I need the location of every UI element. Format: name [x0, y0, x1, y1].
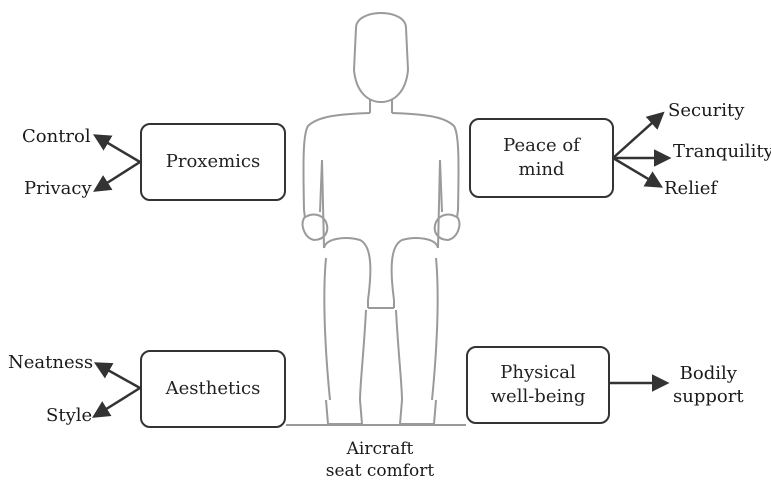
outcome-privacy: Privacy [24, 178, 92, 200]
outcome-relief: Relief [664, 178, 717, 200]
outcome-bodily-support: Bodily support [673, 362, 744, 408]
caption-line-1: Aircraft [300, 438, 460, 460]
outcome-style: Style [46, 405, 92, 427]
seated-figure-icon [303, 13, 460, 424]
outcome-security: Security [668, 100, 744, 122]
peace-of-mind-label-1: Peace of [503, 134, 580, 158]
aesthetics-box: Aesthetics [140, 350, 286, 428]
outcome-control: Control [22, 126, 91, 148]
physical-label-1: Physical [491, 361, 586, 385]
physical-well-being-box: Physical well-being [466, 346, 610, 424]
outcome-neatness: Neatness [8, 352, 93, 374]
proxemics-box: Proxemics [140, 123, 286, 201]
outcome-tranquility: Tranquility [673, 141, 771, 163]
proxemics-arrows [96, 136, 140, 190]
diagram-caption: Aircraft seat comfort [300, 438, 460, 482]
outcome-bodily-line-2: support [673, 385, 744, 408]
outcome-bodily-line-1: Bodily [673, 362, 744, 385]
peace-of-mind-box: Peace of mind [469, 118, 614, 198]
caption-line-2: seat comfort [300, 460, 460, 482]
physical-label-2: well-being [491, 385, 586, 409]
proxemics-label: Proxemics [166, 150, 261, 174]
aesthetics-label: Aesthetics [166, 377, 261, 401]
peace-of-mind-arrows [613, 114, 668, 186]
peace-of-mind-label-2: mind [503, 158, 580, 182]
aesthetics-arrows [95, 364, 140, 416]
